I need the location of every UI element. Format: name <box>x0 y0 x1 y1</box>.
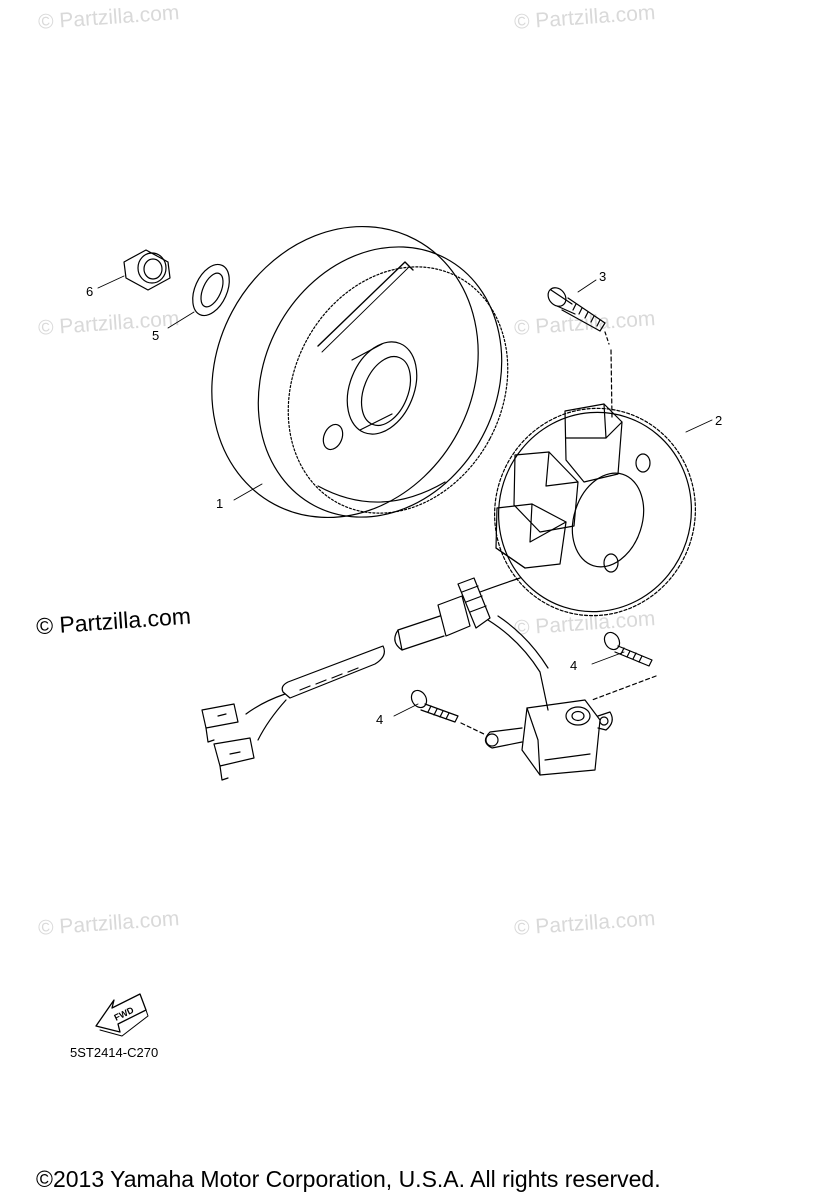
callout-6: 6 <box>86 284 93 299</box>
bolt-top <box>547 287 613 419</box>
diagram-code: 5ST2414-C270 <box>70 1045 159 1060</box>
fwd-arrow-icon: FWD <box>95 993 149 1037</box>
flywheel-rotor <box>211 225 509 519</box>
copyright-notice: ©2013 Yamaha Motor Corporation, U.S.A. A… <box>36 1166 661 1192</box>
nut <box>123 249 171 291</box>
screw-left <box>410 689 487 736</box>
callout-2: 2 <box>715 413 722 428</box>
stator <box>494 403 696 617</box>
pickup-coil <box>484 699 613 776</box>
callout-4: 4 <box>570 658 577 673</box>
callout-4: 4 <box>376 712 383 727</box>
fwd-label: FWD <box>112 1005 135 1023</box>
leader-lines <box>97 275 713 717</box>
callout-1: 1 <box>216 496 223 511</box>
screw-right <box>591 631 657 701</box>
washer <box>192 263 230 317</box>
callout-5: 5 <box>152 328 159 343</box>
callout-3: 3 <box>599 269 606 284</box>
wire-harness <box>201 577 549 781</box>
